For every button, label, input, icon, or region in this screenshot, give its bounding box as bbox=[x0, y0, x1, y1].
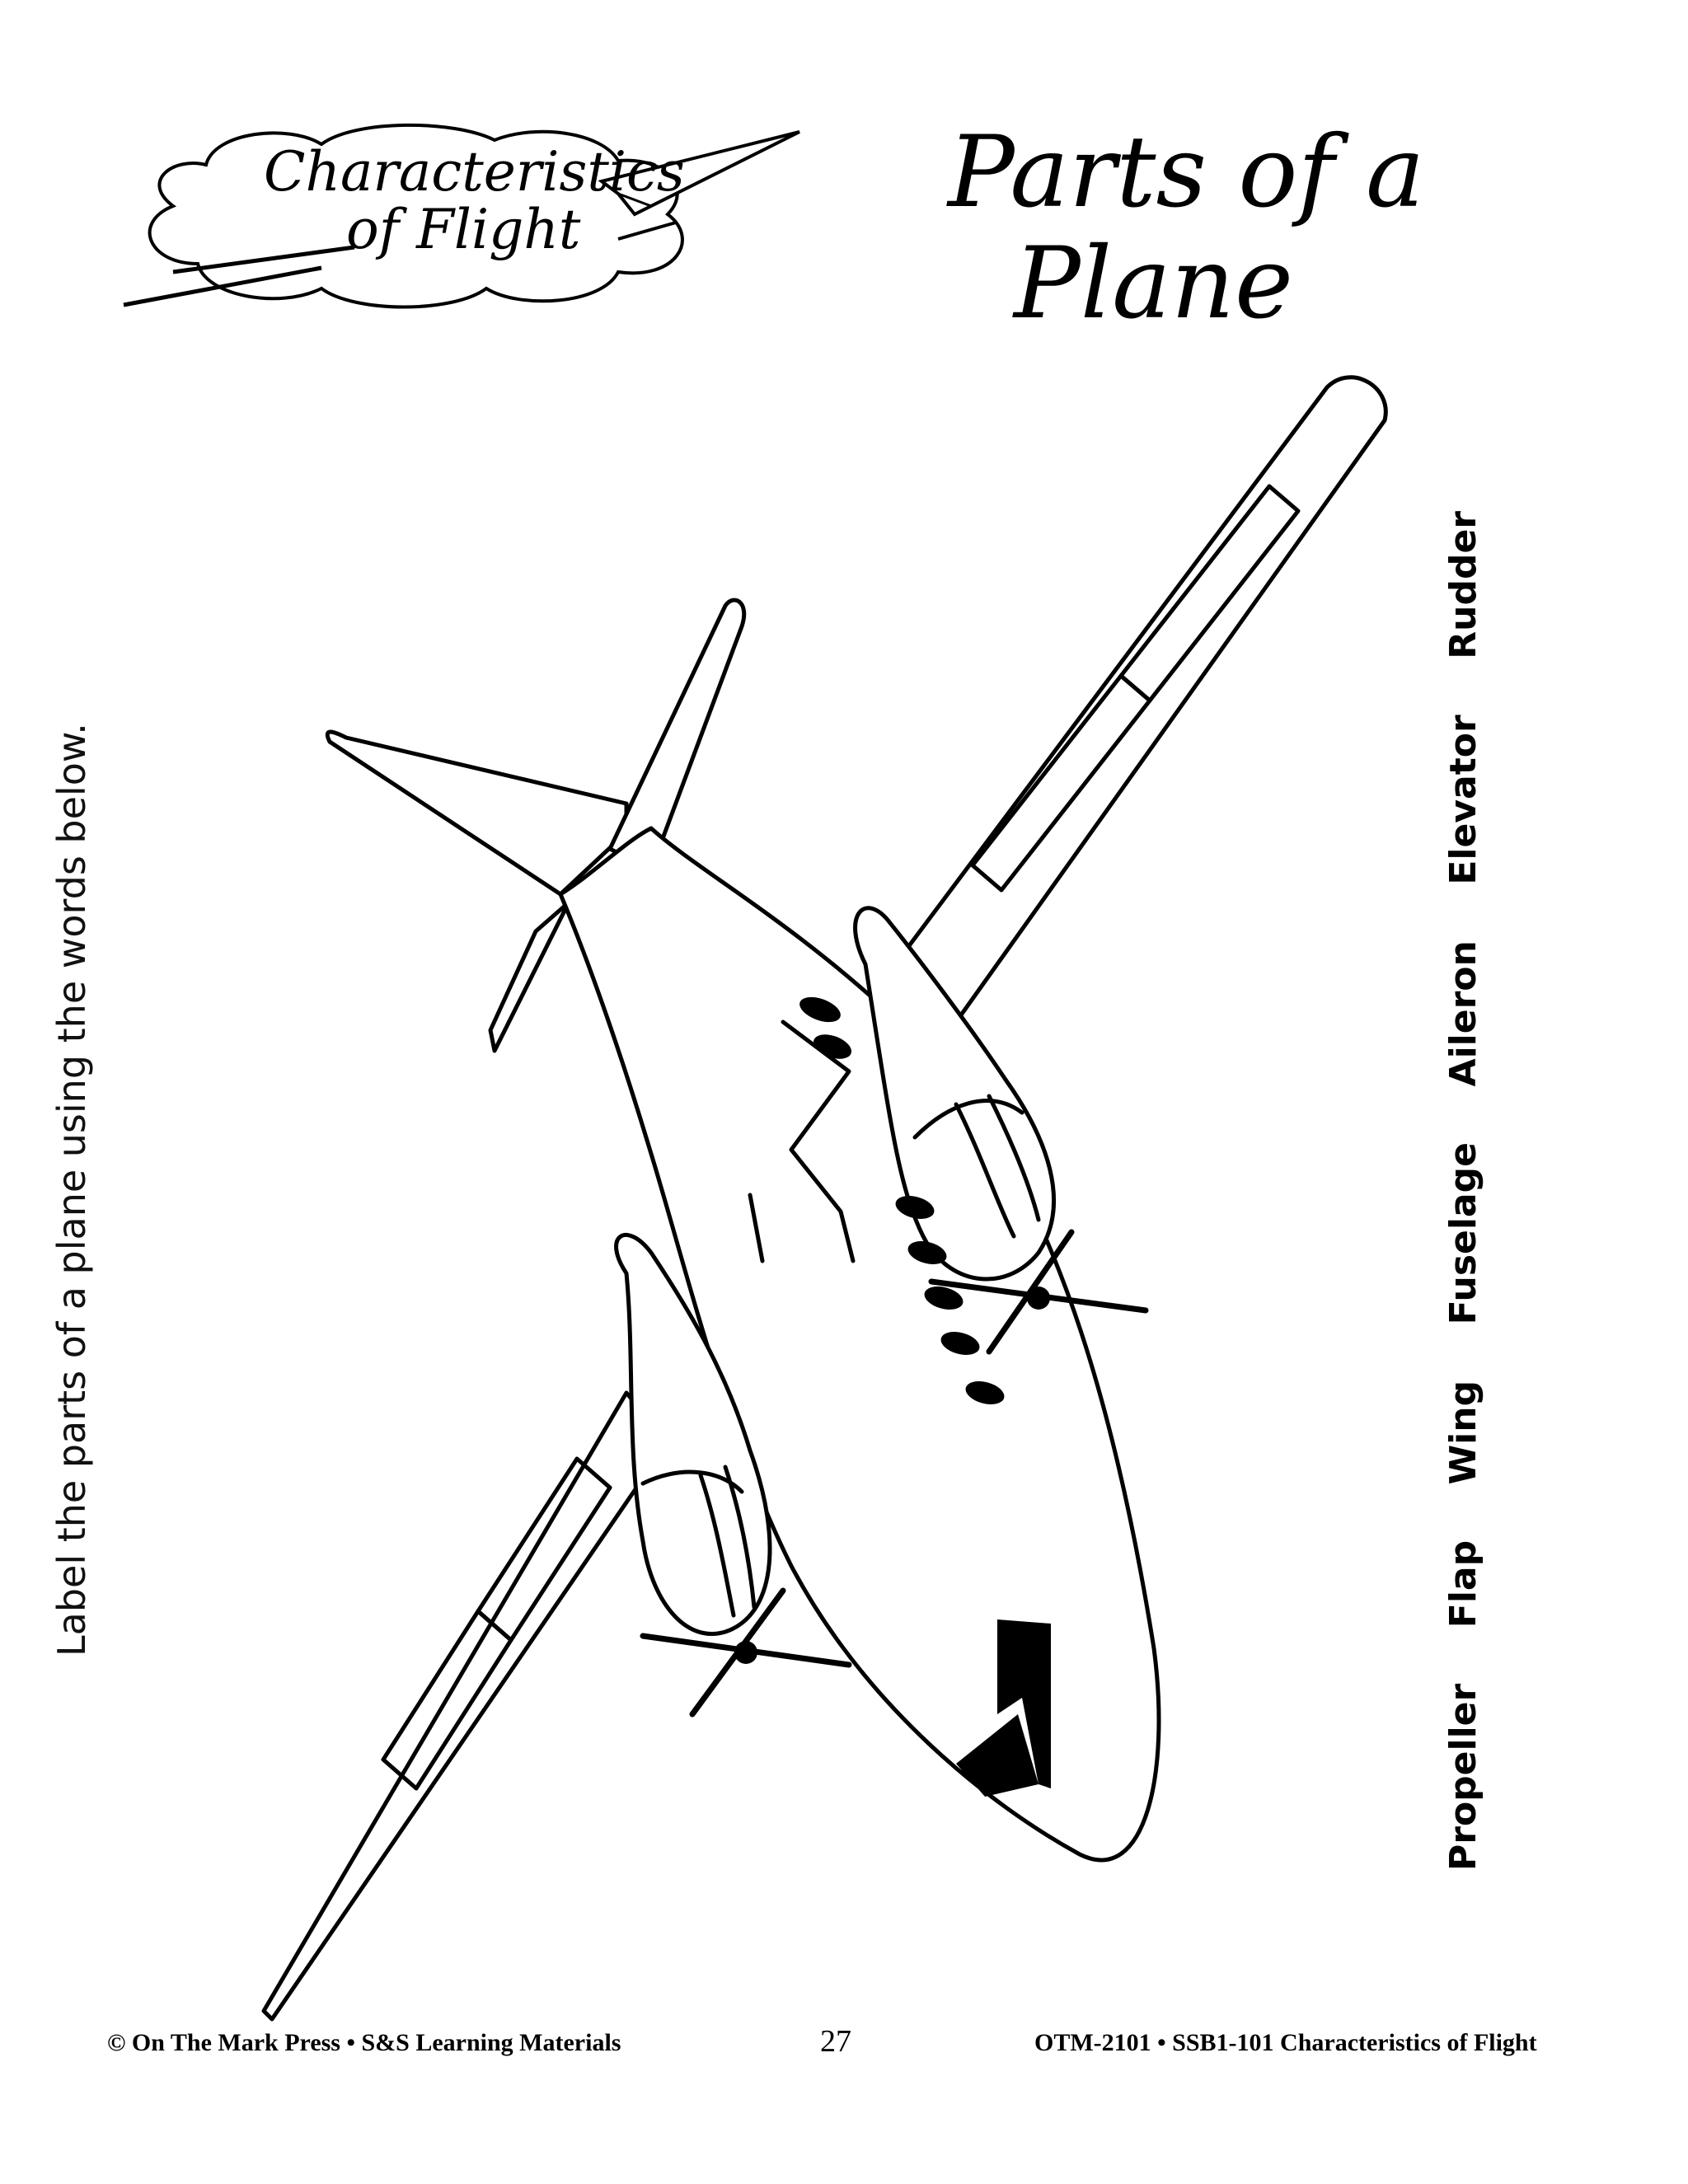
word-flap: Flap bbox=[1442, 1540, 1484, 1629]
footer-publisher: © On The Mark Press • S&S Learning Mater… bbox=[107, 2029, 621, 2056]
lower-aileron bbox=[381, 1609, 513, 1791]
upper-flap bbox=[970, 673, 1152, 893]
page-title-line-1: Parts of a bbox=[948, 115, 1425, 230]
word-rudder: Rudder bbox=[1442, 511, 1484, 659]
fuselage bbox=[558, 826, 1161, 1863]
word-bank: Propeller Flap Wing Fuselage Aileron Ele… bbox=[1442, 511, 1484, 1871]
instructions-text: Label the parts of a plane using the wor… bbox=[49, 723, 94, 1657]
word-propeller: Propeller bbox=[1442, 1683, 1484, 1871]
upper-wing bbox=[871, 375, 1388, 1024]
page-title-line-2: Plane bbox=[1014, 227, 1293, 341]
lower-propeller-hub bbox=[734, 1641, 757, 1664]
word-aileron: Aileron bbox=[1442, 940, 1484, 1087]
upper-propeller-hub bbox=[1027, 1286, 1050, 1310]
lower-engine bbox=[614, 1233, 772, 1636]
word-elevator: Elevator bbox=[1442, 715, 1484, 885]
characteristics-of-flight-logo: Characteristics of Flight bbox=[107, 115, 832, 321]
elevator bbox=[326, 729, 629, 897]
lower-tail-fin bbox=[488, 900, 571, 1053]
logo-line-2: of Flight bbox=[346, 198, 581, 261]
upper-engine bbox=[853, 906, 1057, 1282]
word-fuselage: Fuselage bbox=[1442, 1142, 1484, 1325]
footer-book-code: OTM-2101 • SSB1-101 Characteristics of F… bbox=[1034, 2029, 1537, 2056]
logo-line-1: Characteristics bbox=[264, 140, 685, 204]
cockpit-windshield bbox=[997, 1619, 1051, 1788]
page-number: 27 bbox=[820, 2024, 851, 2059]
cloud-paper-plane-icon bbox=[123, 123, 800, 309]
rudder bbox=[607, 598, 747, 872]
word-wing: Wing bbox=[1442, 1380, 1484, 1485]
